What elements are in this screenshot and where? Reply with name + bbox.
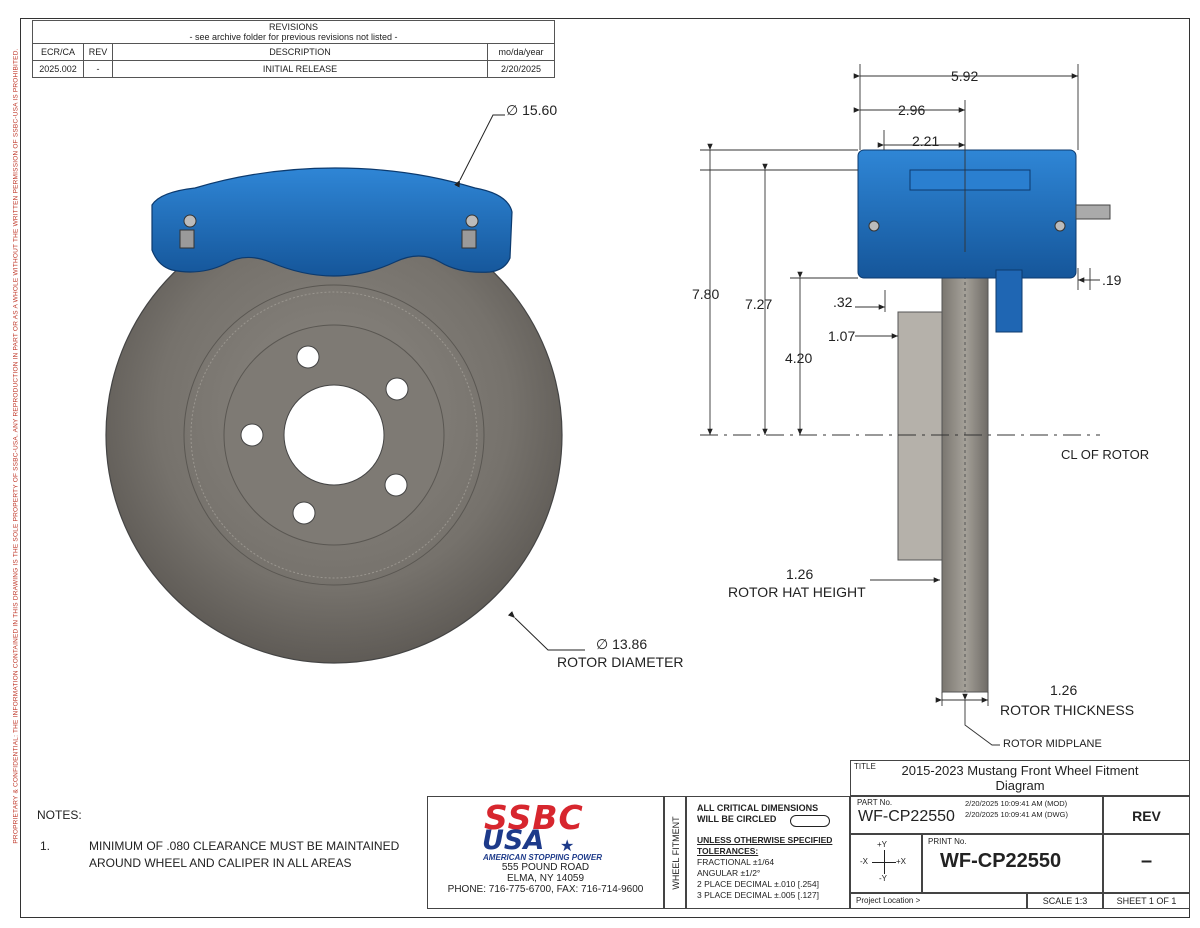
- width-221-dim: 2.21: [912, 133, 940, 149]
- revisions-table: REVISIONS - see archive folder for previ…: [32, 20, 555, 78]
- cl-of-rotor-label: CL OF ROTOR: [1061, 447, 1150, 462]
- rotor-side-view: [897, 251, 989, 693]
- rotor-diameter-value: 13.86: [612, 636, 648, 652]
- dwg-date: 2/20/2025 10:09:41 AM (DWG): [965, 810, 1068, 819]
- logo-usa: USA: [482, 825, 545, 856]
- print-cell: [922, 834, 1103, 893]
- title-line-1: 2015-2023 Mustang Front Wheel Fitment: [901, 763, 1139, 778]
- diameter-symbol: ∅: [596, 636, 609, 652]
- logo-tagline: AMERICAN STOPPING POWER: [483, 853, 602, 862]
- overall-width-dim: 5.92: [951, 68, 979, 84]
- scale-value: SCALE 1:3: [1042, 896, 1088, 906]
- rev-cell: [1103, 796, 1190, 834]
- axis-plus-y: +Y: [877, 840, 888, 849]
- tol-three-place: 3 PLACE DECIMAL ±.005 [.127]: [697, 890, 819, 900]
- rotor-front-view: [105, 206, 563, 664]
- star-icon: ★: [560, 838, 575, 855]
- tol-fractional: FRACTIONAL ±1/64: [697, 857, 775, 867]
- tol-two-place: 2 PLACE DECIMAL ±.010 [.254]: [697, 879, 819, 889]
- wheel-fitment-label: WHEEL FITMENT: [671, 816, 681, 890]
- project-location: Project Location >: [856, 896, 921, 905]
- note-line-1: MINIMUM OF .080 CLEARANCE MUST BE MAINTA…: [89, 839, 400, 853]
- caliper-front-view: [151, 167, 513, 277]
- part-number: WF-CP22550: [858, 808, 955, 825]
- sheet-value: SHEET 1 OF 1: [1116, 896, 1177, 906]
- axis-minus-x: -X: [860, 857, 868, 866]
- axis-cell: [850, 834, 922, 893]
- rev-value: –: [1140, 850, 1153, 872]
- offset-019-dim: .19: [1102, 272, 1122, 288]
- offset-107-dim: 1.07: [828, 328, 856, 344]
- height-420-dim: 4.20: [785, 350, 813, 366]
- part-label: PART No.: [857, 798, 893, 807]
- critical-line-1: ALL CRITICAL DIMENSIONS: [697, 803, 819, 813]
- hat-height-label: ROTOR HAT HEIGHT: [728, 584, 866, 600]
- caliper-diameter-value: 15.60: [522, 102, 558, 118]
- notes-title: NOTES:: [37, 808, 82, 822]
- thickness-dim: 1.26: [1050, 682, 1078, 698]
- axis-minus-y: -Y: [879, 874, 887, 883]
- tolerances: UNLESS OTHERWISE SPECIFIED TOLERANCES: F…: [697, 835, 832, 901]
- height-727-dim: 7.27: [745, 296, 773, 312]
- circle-symbol-icon: [790, 815, 830, 827]
- caliper-side-view: [857, 149, 1111, 333]
- tol-angular: ANGULAR ±1/2°: [697, 868, 761, 878]
- rotor-diameter-dim: ∅ 13.86: [596, 636, 647, 653]
- note-item: 1.: [40, 838, 50, 855]
- rev-label: REV: [1132, 808, 1161, 824]
- drawing-frame: [20, 18, 1190, 918]
- thickness-label: ROTOR THICKNESS: [1000, 702, 1135, 718]
- diameter-symbol: ∅: [506, 102, 519, 118]
- wheel-fitment-strip: WHEEL FITMENT: [664, 796, 686, 909]
- address-line-2: ELMA, NY 14059: [506, 873, 585, 884]
- mod-date: 2/20/2025 10:09:41 AM (MOD): [965, 799, 1068, 808]
- height-780-dim: 7.80: [692, 286, 720, 302]
- note-number: 1.: [40, 839, 51, 853]
- offset-032-dim: .32: [833, 294, 853, 310]
- axis-plus-x: +X: [896, 857, 907, 866]
- company-address: 555 POUND ROAD ELMA, NY 14059 PHONE: 716…: [427, 862, 664, 895]
- company-phone: PHONE: 716-775-6700, FAX: 716-714-9600: [447, 884, 644, 895]
- print-number: WF-CP22550: [940, 850, 1062, 872]
- hat-height-dim: 1.26: [786, 566, 814, 582]
- title-prefix: TITLE: [854, 762, 876, 771]
- axis-icon: +Y -Y +X -X: [850, 834, 922, 893]
- sheet-cell: [1103, 893, 1190, 909]
- revisions-subtitle: - see archive folder for previous revisi…: [189, 32, 398, 42]
- timestamps: 2/20/2025 10:09:41 AM (MOD) 2/20/2025 10…: [965, 798, 1068, 820]
- table-row: 2025.002 - INITIAL RELEASE 2/20/2025: [32, 60, 555, 78]
- rotor-diameter-label: ROTOR DIAMETER: [557, 654, 684, 670]
- note-line-2: AROUND WHEEL AND CALIPER IN ALL AREAS: [89, 856, 352, 870]
- width-296-dim: 2.96: [898, 102, 926, 118]
- project-cell: [850, 893, 1027, 909]
- scale-cell: [1027, 893, 1103, 909]
- company-block: [427, 796, 664, 909]
- part-cell: [850, 796, 1103, 834]
- revisions-title: REVISIONS: [268, 22, 318, 32]
- note-text: MINIMUM OF .080 CLEARANCE MUST BE MAINTA…: [89, 838, 399, 872]
- address-line-1: 555 POUND ROAD: [501, 862, 590, 873]
- rev-value-cell: [1103, 834, 1190, 893]
- print-label: PRINT No.: [928, 837, 967, 846]
- rev-cell-rev: -: [83, 60, 113, 78]
- axis-vertical: [884, 850, 885, 874]
- title-cell: [850, 760, 1190, 796]
- logo-ssbc: SSBC: [484, 798, 584, 837]
- critical-line-2: WILL BE CIRCLED: [697, 814, 777, 824]
- drawing-title: 2015-2023 Mustang Front Wheel Fitment Di…: [850, 763, 1190, 793]
- midplane-label: ROTOR MIDPLANE: [1003, 738, 1102, 750]
- caliper-diameter-dim: ∅ 15.60: [506, 102, 557, 119]
- unless-specified: UNLESS OTHERWISE SPECIFIED: [697, 835, 833, 845]
- tolerances-title: TOLERANCES:: [697, 846, 759, 856]
- tolerance-block: [686, 796, 850, 909]
- critical-dims-note: ALL CRITICAL DIMENSIONS WILL BE CIRCLED: [697, 803, 818, 825]
- title-line-2: Diagram: [995, 778, 1045, 793]
- rev-cell-date: 2/20/2025: [487, 60, 555, 78]
